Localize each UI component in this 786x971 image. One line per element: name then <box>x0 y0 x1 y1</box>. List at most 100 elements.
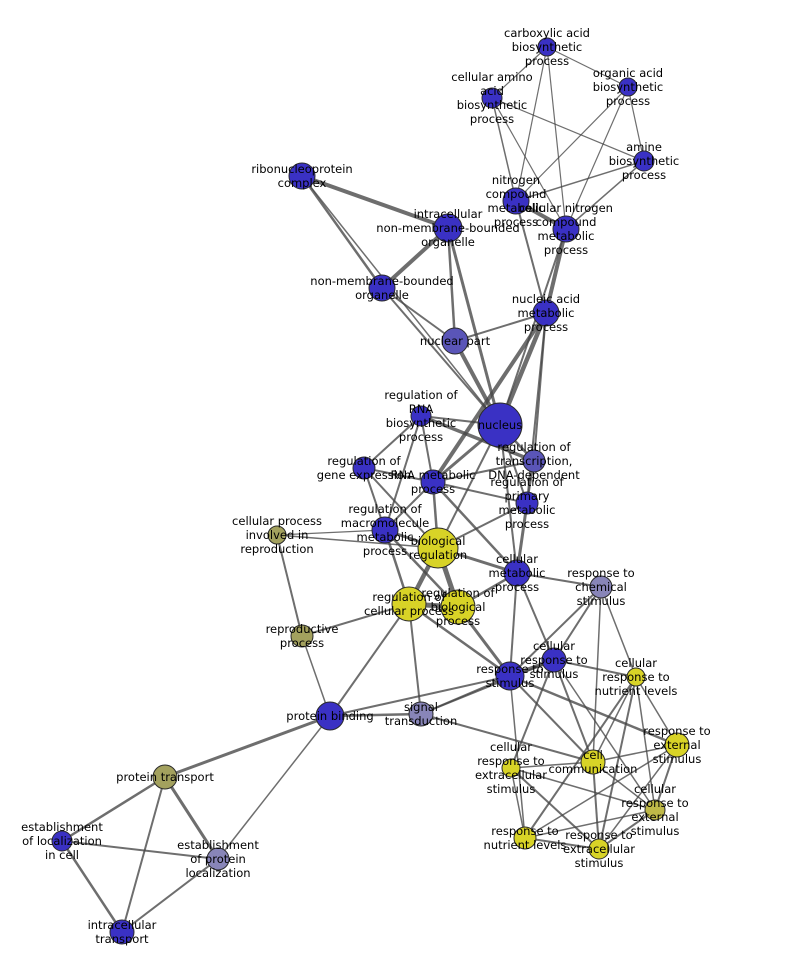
graph-edge-cell-communication--cellular-response-to-external-stimulus[interactable] <box>592 761 656 811</box>
graph-edge-cellular-response-to-external-stimulus--response-to-nutrient-levels[interactable] <box>524 809 656 839</box>
graph-node-regulation-of-macromolecule-metabolic-process[interactable]: regulation of macromolecule metabolic pr… <box>371 516 399 544</box>
graph-edge-cellular-response-to-extracellular-stimulus--response-to-extracellular-stimulus[interactable] <box>510 767 600 850</box>
graph-node-cellular-response-to-stimulus[interactable]: cellular response to stimulus <box>541 647 567 673</box>
graph-node-regulation-of-primary-metabolic-process[interactable]: regulation of primary metabolic process <box>515 491 539 515</box>
graph-edge-cell-communication--cellular-response-to-extracellular-stimulus[interactable] <box>510 761 594 769</box>
graph-node-rna-metabolic-process[interactable]: RNA metabolic process <box>420 469 446 495</box>
graph-node-organic-acid-biosynthetic-process[interactable]: organic acid biosynthetic process <box>618 77 638 97</box>
graph-node-protein-transport[interactable]: protein transport <box>152 764 178 790</box>
graph-edge-cellular-process-involved-in-reproduction--reproductive-process[interactable] <box>276 534 303 637</box>
graph-edge-response-to-chemical-stimulus--cellular-response-to-nutrient-levels[interactable] <box>600 586 637 678</box>
graph-edge-cellular-response-to-extracellular-stimulus--response-to-nutrient-levels[interactable] <box>510 767 526 839</box>
graph-edge-response-to-stimulus--response-to-external-stimulus[interactable] <box>509 674 678 747</box>
graph-node-response-to-external-stimulus[interactable]: response to external stimulus <box>664 732 690 758</box>
graph-node-cellular-nitrogen-compound-metabolic-process[interactable]: cellular nitrogen compound metabolic pro… <box>552 215 580 243</box>
graph-node-cell-communication[interactable]: cell communication <box>580 749 606 775</box>
graph-edge-non-membrane-bounded-organelle--nuclear-part[interactable] <box>381 287 456 342</box>
graph-edge-cellular-response-to-nutrient-levels--cellular-response-to-external-stimulus[interactable] <box>635 676 656 811</box>
graph-edge-carboxylic-acid-biosynthetic-process--cellular-nitrogen-compound-metabolic-process[interactable] <box>546 46 567 230</box>
graph-node-cellular-process-involved-in-reproduction[interactable]: cellular process involved in reproductio… <box>267 525 287 545</box>
graph-node-establishment-of-protein-localization[interactable]: establishment of protein localization <box>206 847 230 871</box>
graph-edge-ribonucleoprotein-complex--non-membrane-bounded-organelle[interactable] <box>300 175 384 289</box>
graph-node-regulation-of-transcription-dna-dependent[interactable]: regulation of transcription, DNA-depende… <box>522 449 546 473</box>
graph-edge-amine-biosynthetic-process--nitrogen-compound-metabolic-process[interactable] <box>515 160 645 202</box>
graph-edge-nucleus--biological-regulation[interactable] <box>437 424 501 549</box>
graph-edge-cellular-response-to-nutrient-levels--response-to-external-stimulus[interactable] <box>635 676 678 746</box>
graph-node-response-to-extracellular-stimulus[interactable]: response to extracellular stimulus <box>588 838 610 860</box>
graph-edge-response-to-stimulus--response-to-nutrient-levels[interactable] <box>509 675 526 839</box>
graph-node-nuclear-part[interactable]: nuclear part <box>441 327 469 355</box>
graph-node-ribonucleoprotein-complex[interactable]: ribonucleoprotein complex <box>288 162 316 190</box>
graph-edge-carboxylic-acid-biosynthetic-process--organic-acid-biosynthetic-process[interactable] <box>546 46 629 88</box>
graph-edge-establishment-of-localization-in-cell--intracellular-transport[interactable] <box>60 840 124 933</box>
graph-edge-organic-acid-biosynthetic-process--cellular-nitrogen-compound-metabolic-process[interactable] <box>565 86 629 230</box>
graph-node-biological-regulation[interactable]: biological regulation <box>417 527 459 569</box>
graph-edge-amine-biosynthetic-process--cellular-nitrogen-compound-metabolic-process[interactable] <box>565 160 645 230</box>
graph-edge-biological-regulation--cellular-process-involved-in-reproduction[interactable] <box>276 534 439 549</box>
graph-node-regulation-of-cellular-process[interactable]: regulation of cellular process <box>391 586 427 622</box>
graph-edge-establishment-of-localization-in-cell--establishment-of-protein-localization[interactable] <box>61 840 219 860</box>
graph-edge-regulation-of-cellular-process--response-to-stimulus[interactable] <box>408 602 511 678</box>
graph-node-cellular-response-to-external-stimulus[interactable]: cellular response to external stimulus <box>644 799 666 821</box>
graph-edge-regulation-of-macromolecule-metabolic-process--cellular-process-involved-in-reproduction[interactable] <box>276 529 386 536</box>
graph-edge-protein-transport--establishment-of-localization-in-cell[interactable] <box>61 775 166 843</box>
graph-node-carboxylic-acid-biosynthetic-process[interactable]: carboxylic acid biosynthetic process <box>537 37 557 57</box>
graph-node-intracellular-non-membrane-bounded-organelle[interactable]: intracellular non-membrane-bounded organ… <box>433 213 463 243</box>
graph-edge-response-to-external-stimulus--response-to-nutrient-levels[interactable] <box>524 744 678 839</box>
graph-edge-protein-transport--establishment-of-protein-localization[interactable] <box>163 776 220 860</box>
graph-edge-cellular-metabolic-process--response-to-stimulus[interactable] <box>509 572 518 677</box>
graph-edge-protein-binding--protein-transport[interactable] <box>164 714 331 779</box>
graph-node-cellular-amino-acid-biosynthetic-process[interactable]: cellular amino acid biosynthetic process <box>481 87 503 109</box>
graph-edge-regulation-of-transcription-dna-dependent--rna-metabolic-process[interactable] <box>432 460 535 483</box>
graph-node-non-membrane-bounded-organelle[interactable]: non-membrane-bounded organelle <box>368 274 396 302</box>
graph-edge-intracellular-non-membrane-bounded-organelle--nuclear-part[interactable] <box>446 227 457 342</box>
graph-edge-response-to-stimulus--cell-communication[interactable] <box>509 675 594 763</box>
graph-edge-regulation-of-rna-biosynthetic-process--regulation-of-transcription-dna-dependent[interactable] <box>420 414 535 463</box>
graph-node-cellular-response-to-nutrient-levels[interactable]: cellular response to nutrient levels <box>626 667 646 687</box>
graph-edge-response-to-nutrient-levels--response-to-extracellular-stimulus[interactable] <box>524 837 600 850</box>
graph-node-cellular-response-to-extracellular-stimulus[interactable]: cellular response to extracellular stimu… <box>501 758 521 778</box>
graph-edge-protein-binding--signal-transduction[interactable] <box>329 712 422 718</box>
graph-edge-cellular-metabolic-process--cellular-response-to-stimulus[interactable] <box>516 572 555 661</box>
graph-edge-nitrogen-compound-metabolic-process--nucleic-acid-metabolic-process[interactable] <box>515 200 547 314</box>
graph-edge-protein-binding--establishment-of-protein-localization[interactable] <box>217 715 331 860</box>
graph-edge-cellular-response-to-nutrient-levels--cell-communication[interactable] <box>592 676 637 763</box>
graph-edge-protein-transport--intracellular-transport[interactable] <box>121 776 166 933</box>
graph-edge-response-to-chemical-stimulus--cellular-response-to-stimulus[interactable] <box>553 586 602 661</box>
graph-edge-non-membrane-bounded-organelle--nucleus[interactable] <box>381 287 501 426</box>
graph-edge-nucleic-acid-metabolic-process--nuclear-part[interactable] <box>454 312 547 342</box>
graph-edge-regulation-of-macromolecule-metabolic-process--regulation-of-biological-process[interactable] <box>384 529 459 608</box>
graph-node-amine-biosynthetic-process[interactable]: amine biosynthetic process <box>633 150 655 172</box>
graph-edge-cell-communication--signal-transduction[interactable] <box>420 713 594 763</box>
graph-edge-carboxylic-acid-biosynthetic-process--cellular-amino-acid-biosynthetic-process[interactable] <box>491 46 548 99</box>
graph-node-nitrogen-compound-metabolic-process[interactable]: nitrogen compound metabolic process <box>502 187 530 215</box>
graph-edge-cellular-nitrogen-compound-metabolic-process--nucleic-acid-metabolic-process[interactable] <box>544 228 568 314</box>
graph-node-regulation-of-gene-expression[interactable]: regulation of gene expression <box>352 456 376 480</box>
graph-edge-ribonucleoprotein-complex--nucleus[interactable] <box>301 175 501 426</box>
graph-edge-cellular-amino-acid-biosynthetic-process--amine-biosynthetic-process[interactable] <box>491 97 645 162</box>
graph-edge-organic-acid-biosynthetic-process--nitrogen-compound-metabolic-process[interactable] <box>515 86 629 202</box>
graph-edge-ribonucleoprotein-complex--intracellular-non-membrane-bounded-organelle[interactable] <box>301 174 449 230</box>
graph-node-regulation-of-rna-biosynthetic-process[interactable]: regulation of RNA biosynthetic process <box>410 405 432 427</box>
graph-edge-cellular-response-to-external-stimulus--response-to-extracellular-stimulus[interactable] <box>598 809 656 850</box>
graph-node-establishment-of-localization-in-cell[interactable]: establishment of localization in cell <box>51 830 73 852</box>
graph-edge-cellular-response-to-stimulus--cellular-response-to-external-stimulus[interactable] <box>553 659 656 811</box>
graph-edge-nucleic-acid-metabolic-process--rna-metabolic-process[interactable] <box>431 311 548 484</box>
graph-edge-rna-metabolic-process--regulation-of-primary-metabolic-process[interactable] <box>432 481 528 504</box>
graph-node-response-to-chemical-stimulus[interactable]: response to chemical stimulus <box>589 575 613 599</box>
graph-edge-carboxylic-acid-biosynthetic-process--nitrogen-compound-metabolic-process[interactable] <box>515 46 548 202</box>
graph-edge-cellular-amino-acid-biosynthetic-process--nitrogen-compound-metabolic-process[interactable] <box>491 97 517 202</box>
graph-edge-rna-metabolic-process--cellular-metabolic-process[interactable] <box>432 481 518 574</box>
graph-edge-establishment-of-protein-localization--intracellular-transport[interactable] <box>121 858 219 933</box>
graph-edge-cell-communication--response-to-extracellular-stimulus[interactable] <box>592 761 600 850</box>
graph-node-intracellular-transport[interactable]: intracellular transport <box>109 919 135 945</box>
graph-node-nucleic-acid-metabolic-process[interactable]: nucleic acid metabolic process <box>532 299 560 327</box>
graph-edge-cellular-response-to-stimulus--cell-communication[interactable] <box>553 659 594 763</box>
graph-edge-cellular-response-to-extracellular-stimulus--cellular-response-to-external-stimulus[interactable] <box>510 767 656 811</box>
graph-edge-regulation-of-cellular-process--reproductive-process[interactable] <box>301 603 410 637</box>
graph-node-response-to-nutrient-levels[interactable]: response to nutrient levels <box>513 826 537 850</box>
graph-edge-organic-acid-biosynthetic-process--amine-biosynthetic-process[interactable] <box>627 86 645 162</box>
graph-edge-cellular-response-to-stimulus--cellular-response-to-nutrient-levels[interactable] <box>553 659 637 678</box>
graph-edge-response-to-external-stimulus--cell-communication[interactable] <box>592 744 678 763</box>
graph-edge-cellular-response-to-stimulus--cellular-response-to-extracellular-stimulus[interactable] <box>510 659 555 769</box>
